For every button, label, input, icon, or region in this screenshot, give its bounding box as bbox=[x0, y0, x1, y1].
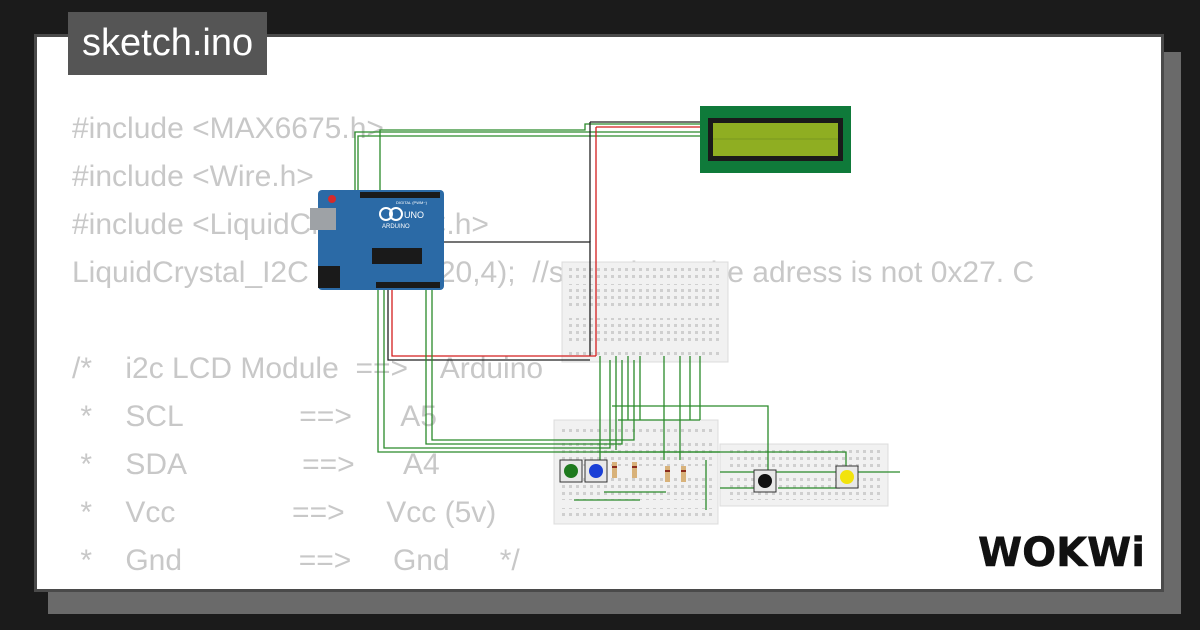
pushbutton-green[interactable] bbox=[559, 459, 583, 483]
wokwi-logo-text: WOKWi bbox=[978, 530, 1145, 576]
code-line: * SCL ==> A5 bbox=[72, 400, 437, 433]
code-line: * Gnd ==> Gnd */ bbox=[72, 544, 520, 577]
breadboard-bottom-right[interactable] bbox=[719, 443, 889, 507]
board-brand-label: UNO bbox=[404, 210, 424, 220]
board-digital-label: DIGITAL (PWM~) bbox=[396, 200, 428, 205]
resistor[interactable] bbox=[632, 462, 637, 478]
code-line: * Vcc ==> Vcc (5v) bbox=[72, 496, 497, 529]
lcd-display[interactable] bbox=[700, 106, 851, 173]
resistor[interactable] bbox=[665, 466, 670, 482]
pushbutton-yellow[interactable] bbox=[835, 465, 859, 489]
pushbutton-black[interactable] bbox=[753, 469, 777, 493]
code-line: #include <Wire.h> bbox=[72, 160, 314, 193]
pushbutton-blue[interactable] bbox=[584, 459, 608, 483]
breadboard-top[interactable] bbox=[561, 261, 729, 363]
arduino-uno-board[interactable]: UNO ARDUINO DIGITAL (PWM~) bbox=[310, 190, 444, 290]
file-tab[interactable]: sketch.ino bbox=[68, 12, 268, 75]
wires bbox=[354, 121, 900, 510]
code-line: /* i2c LCD Module ==> Arduino bbox=[72, 352, 544, 385]
resistor[interactable] bbox=[612, 462, 617, 478]
board-sub-brand-label: ARDUINO bbox=[382, 224, 410, 230]
resistor[interactable] bbox=[681, 466, 686, 482]
code-line: * SDA ==> A4 bbox=[72, 448, 440, 481]
code-line: #include <MAX6675.h> bbox=[72, 112, 384, 145]
wokwi-logo: WOKWi bbox=[978, 530, 1145, 577]
